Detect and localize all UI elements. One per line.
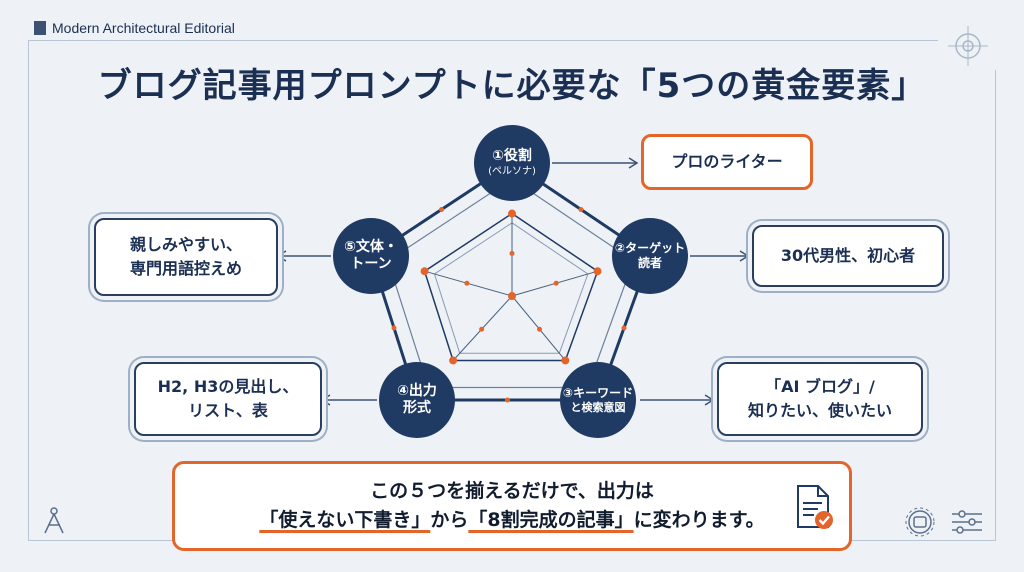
- ai-chip-icon: [905, 507, 935, 537]
- pentagon-middle: [423, 212, 599, 362]
- box-target: 30代男性、初心者: [752, 225, 944, 287]
- header-mark-icon: [34, 21, 46, 35]
- crosshair-icon: [948, 26, 988, 66]
- connector-arrowhead: [628, 157, 639, 169]
- node-role-sub: (ペルソナ): [488, 165, 536, 177]
- frame-line-top: [28, 40, 938, 41]
- box-format-line1: H2, H3の見出し、: [157, 377, 299, 396]
- accent-dot-edge: [621, 325, 627, 331]
- accent-dot-edge: [505, 397, 510, 403]
- accent-dot-small: [537, 326, 543, 332]
- accent-dot-small: [464, 280, 470, 286]
- node-tone-sub: トーン: [350, 256, 392, 272]
- node-keyword-sub: と検索意図: [570, 400, 626, 414]
- pentagon-middle-inner: [433, 222, 589, 354]
- connector-arrowhead: [320, 394, 331, 406]
- accent-dot-edge: [391, 325, 397, 331]
- node-target-label: ②ターゲット: [614, 241, 686, 255]
- accent-dot: [420, 267, 429, 276]
- accent-dot-center: [508, 292, 516, 300]
- header-label: Modern Architectural Editorial: [52, 20, 235, 36]
- node-format-label: ④出力: [397, 382, 437, 399]
- box-format: H2, H3の見出し、 リスト、表: [134, 362, 322, 436]
- bottom-phrase-before: 「使えない下書き」: [259, 509, 431, 531]
- accent-dot: [561, 356, 570, 365]
- accent-dot-small: [479, 326, 485, 332]
- node-target: ②ターゲット 読者: [612, 218, 688, 294]
- box-tone-line1: 親しみやすい、: [129, 235, 242, 254]
- node-tone-label: ⑤文体・: [344, 238, 398, 255]
- node-tone: ⑤文体・ トーン: [333, 218, 409, 294]
- box-keyword-line1: 「AI ブログ」/: [765, 377, 875, 396]
- box-keyword: 「AI ブログ」/ 知りたい、使いたい: [717, 362, 923, 436]
- bottom-callout: この５つを揃えるだけで、出力は 「使えない下書き」から「8割完成の記事」に変わり…: [172, 461, 852, 551]
- node-format: ④出力 形式: [379, 362, 455, 438]
- bottom-line-1: この５つを揃えるだけで、出力は: [370, 479, 654, 502]
- node-target-sub: 読者: [637, 256, 662, 270]
- accent-dot-small: [509, 250, 515, 256]
- frame-line-right: [995, 70, 996, 540]
- connector-arrowhead: [276, 250, 287, 262]
- flow-icon: [952, 510, 982, 534]
- node-keyword-label: ③キーワード: [562, 385, 634, 400]
- bottom-from: から: [430, 509, 469, 531]
- accent-dot-edge: [578, 207, 584, 212]
- connector-arrowhead: [704, 394, 715, 406]
- node-role: ①役割 (ペルソナ): [474, 125, 550, 201]
- bottom-change: に変わります。: [633, 509, 765, 531]
- accent-dot-small: [553, 280, 559, 286]
- accent-dot: [593, 267, 602, 276]
- dot-layer: [391, 207, 627, 403]
- bottom-phrase-after: 「8割完成の記事」: [468, 509, 634, 531]
- accent-dot: [508, 209, 516, 218]
- box-target-text: 30代男性、初心者: [780, 246, 916, 265]
- accent-dot-edge: [439, 207, 444, 212]
- box-keyword-line2: 知りたい、使いたい: [747, 401, 892, 420]
- frame-line-left: [28, 40, 29, 540]
- box-tone: 親しみやすい、 専門用語控えめ: [94, 218, 278, 296]
- document-check-icon: [797, 485, 833, 529]
- node-keyword: ③キーワード と検索意図: [560, 362, 636, 438]
- connector-arrowhead: [739, 250, 750, 262]
- page-title: ブログ記事用プロンプトに必要な「5つの黄金要素」: [97, 66, 927, 106]
- box-tone-line2: 専門用語控えめ: [129, 259, 242, 278]
- compass-icon: [44, 507, 64, 534]
- box-format-line2: リスト、表: [188, 401, 268, 420]
- box-role: プロのライター: [641, 134, 813, 190]
- accent-dot: [449, 356, 458, 365]
- node-role-label: ①役割: [492, 148, 532, 164]
- connector-layer: [276, 157, 750, 406]
- node-format-sub: 形式: [403, 400, 431, 416]
- box-role-text: プロのライター: [671, 152, 783, 171]
- bottom-line-2: 「使えない下書き」から「8割完成の記事」に変わります。: [259, 506, 764, 535]
